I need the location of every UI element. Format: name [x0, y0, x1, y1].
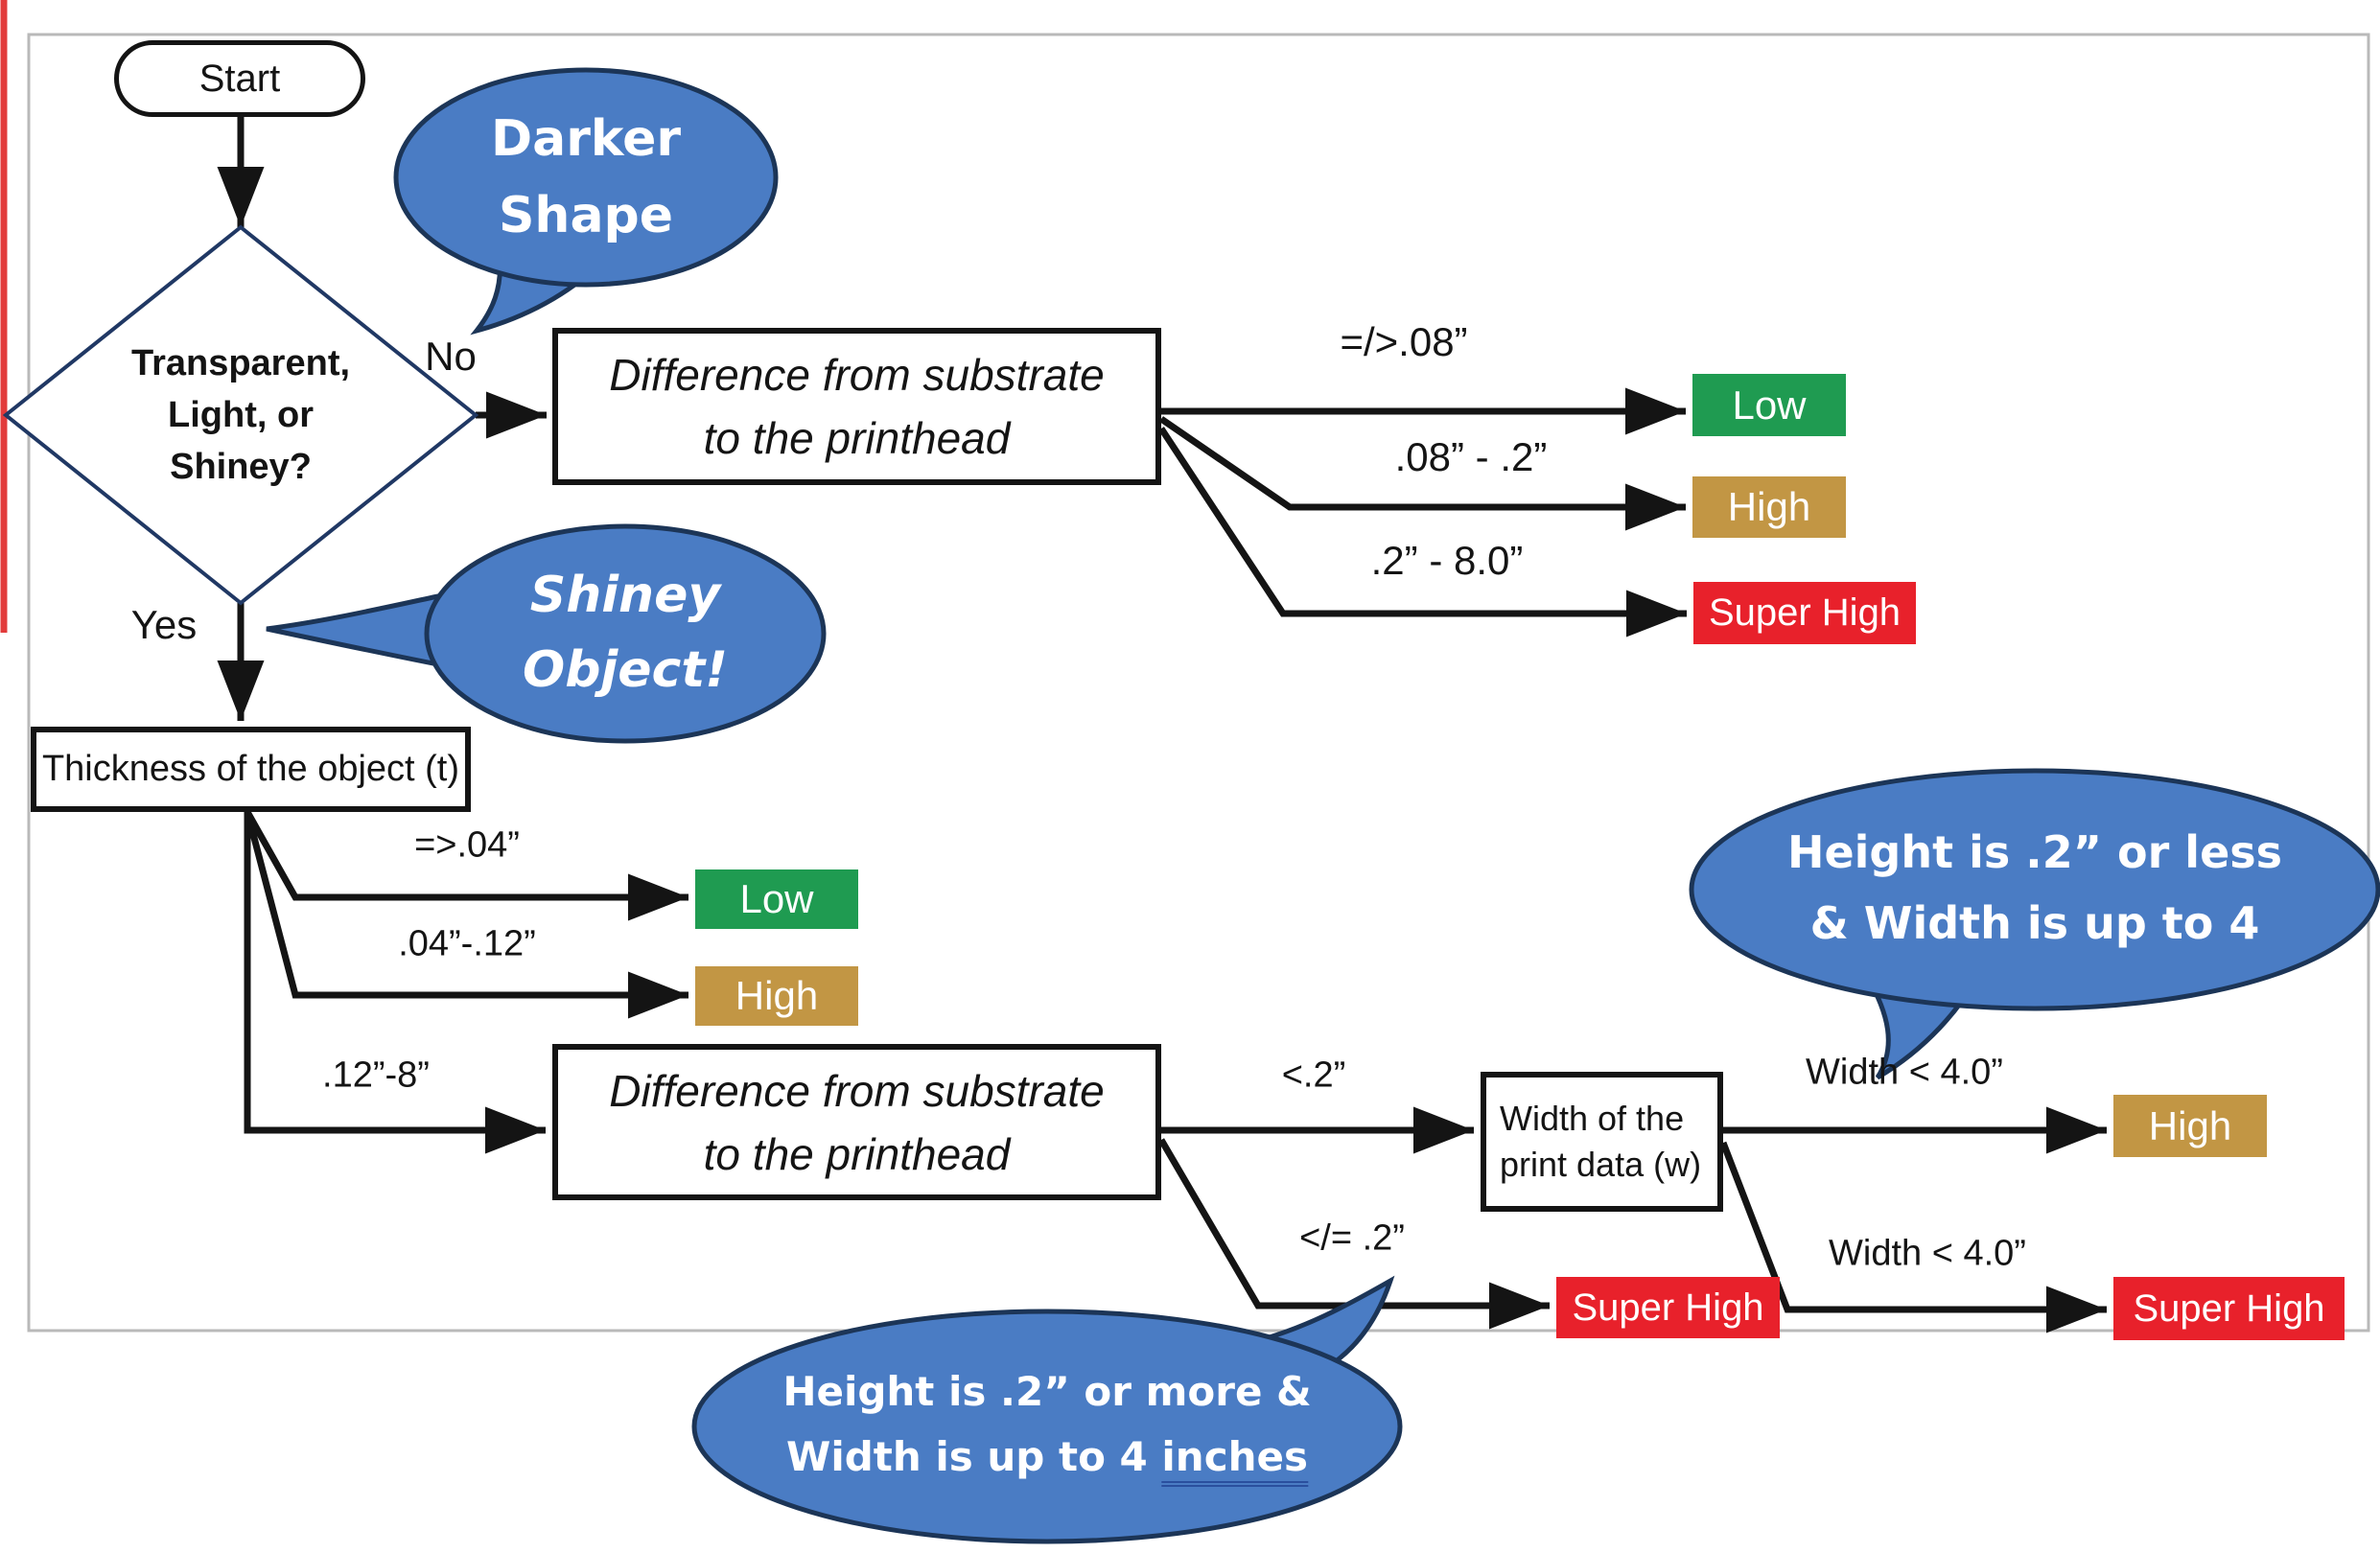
page-frame	[27, 33, 2370, 1333]
result-super-high-1: Super High	[1693, 582, 1916, 644]
darker-shape-bubble-tail	[470, 248, 601, 336]
label-thickness-1: =>.04”	[414, 824, 520, 866]
darker-shape-line-2: Shape	[498, 187, 674, 244]
result-high-1: High	[1692, 476, 1846, 538]
darker-shape-bubble-text: Darker Shape	[491, 101, 681, 254]
label-thickness-3: .12”-8”	[322, 1055, 430, 1096]
result-low-1: Low	[1692, 374, 1846, 436]
height-more-bubble-text: Height is .2” or more & Width is up to 4…	[782, 1359, 1312, 1490]
label-distance-1: <.2”	[1281, 1055, 1346, 1096]
height-more-line-2-prefix: Width is up to 4	[786, 1433, 1162, 1480]
label-gap-2: .08” - .2”	[1394, 434, 1548, 479]
label-thickness-2: .04”-.12”	[398, 923, 536, 964]
shiney-object-bubble-tail	[266, 591, 455, 671]
decision-line-2: Light, or	[168, 395, 314, 435]
height-more-line-2-underlined: inches	[1161, 1433, 1308, 1487]
result-high-2: High	[695, 966, 858, 1026]
shiney-object-bubble-text: Shiney Object!	[523, 558, 728, 707]
difference-box-1-line-2: to the printhead	[703, 413, 1011, 463]
width-box: Width of the print data (w)	[1481, 1072, 1723, 1212]
decision-line-1: Transparent,	[130, 343, 351, 383]
height-more-line-1: Height is .2” or more &	[782, 1368, 1312, 1415]
label-no: No	[425, 334, 477, 379]
result-high-3: High	[2113, 1095, 2267, 1157]
label-distance-2: </= .2”	[1299, 1217, 1405, 1259]
difference-box-1-line-1: Difference from substrate	[609, 350, 1105, 400]
arrow-lines	[217, 117, 2107, 1333]
difference-box-2: Difference from substrate to the printhe…	[552, 1044, 1161, 1200]
height-less-line-1: Height is .2” or less	[1786, 826, 2283, 878]
width-box-line-1: Width of the	[1500, 1099, 1685, 1138]
height-more-line-2: Width is up to 4 inches	[782, 1425, 1311, 1490]
width-box-line-2: print data (w)	[1500, 1145, 1702, 1184]
height-less-line-2: & Width is up to 4	[1809, 897, 2260, 949]
decision-text: Transparent, Light, or Shiney?	[63, 337, 418, 493]
thickness-box: Thickness of the object (t)	[31, 727, 471, 812]
label-yes: Yes	[130, 602, 198, 647]
label-gap-3: .2” - 8.0”	[1370, 538, 1524, 583]
darker-shape-line-1: Darker	[491, 110, 681, 168]
difference-box-2-line-1: Difference from substrate	[609, 1065, 1105, 1116]
label-width-2: Width < 4.0”	[1829, 1233, 2026, 1274]
label-width-1: Width < 4.0”	[1806, 1052, 2003, 1093]
result-low-2: Low	[695, 869, 858, 929]
shiney-object-line-2: Object!	[523, 641, 728, 699]
difference-box-1: Difference from substrate to the printhe…	[552, 328, 1161, 485]
start-node: Start	[114, 40, 365, 117]
decision-line-3: Shiney?	[170, 447, 312, 487]
height-less-bubble-text: Height is .2” or less & Width is up to 4	[1787, 817, 2282, 959]
shiney-object-line-1: Shiney	[529, 567, 721, 624]
result-super-high-2: Super High	[1556, 1277, 1780, 1338]
result-super-high-3: Super High	[2113, 1277, 2345, 1340]
difference-box-2-line-2: to the printhead	[703, 1128, 1011, 1179]
speech-bubbles	[266, 67, 2380, 1544]
label-gap-1: =/>.08”	[1340, 319, 1468, 364]
